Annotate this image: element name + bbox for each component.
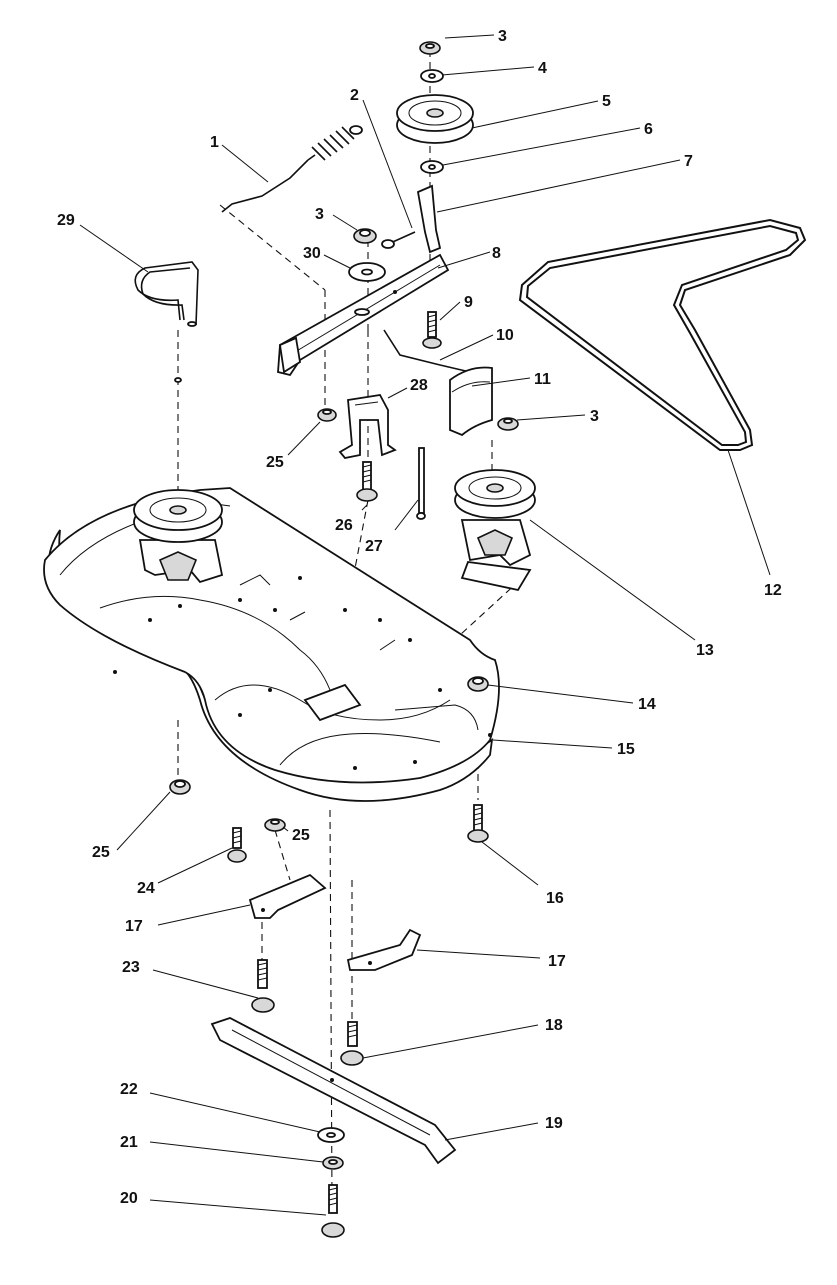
callout-25b: 25 — [92, 844, 110, 861]
part-19-blade — [210, 1017, 457, 1165]
callout-8: 8 — [492, 245, 501, 262]
callout-2: 2 — [350, 87, 359, 104]
part-3-nut-mid — [353, 228, 377, 244]
callout-labels: 1 2 3 3 3 4 5 6 7 8 9 10 11 12 13 14 15 … — [57, 28, 782, 1207]
part-25-spacer-lower-left — [169, 779, 191, 795]
callout-12: 12 — [764, 582, 782, 599]
part-6-washer — [420, 160, 444, 174]
part-13-spindle-right — [454, 469, 536, 592]
callout-17b: 17 — [548, 953, 566, 970]
callout-22: 22 — [120, 1081, 138, 1098]
spindle-left — [133, 489, 224, 584]
part-3-nut-right — [497, 417, 519, 431]
leader-lines — [79, 34, 771, 1216]
part-25-spacer-upper — [317, 408, 337, 422]
callout-15: 15 — [617, 741, 635, 758]
callout-21: 21 — [120, 1134, 138, 1151]
callout-5: 5 — [602, 93, 611, 110]
callout-10: 10 — [496, 327, 514, 344]
callout-7: 7 — [684, 153, 693, 170]
callout-11: 11 — [534, 371, 551, 388]
part-20-bolt — [321, 1184, 345, 1238]
part-11-belt-guard — [449, 366, 493, 437]
part-1-spring — [221, 125, 363, 213]
part-3-nut-top — [419, 41, 441, 55]
part-17-baffle-left — [248, 873, 327, 919]
part-15-mower-deck — [43, 487, 500, 802]
part-29-lift-rod — [134, 261, 199, 383]
part-26-bolt — [356, 461, 378, 502]
part-16-bolt — [467, 804, 489, 843]
callout-4: 4 — [538, 60, 547, 77]
callout-19: 19 — [545, 1115, 563, 1132]
deck-holes — [113, 576, 492, 770]
part-17-baffle-right — [346, 928, 422, 971]
part-7-bracket — [416, 184, 442, 254]
callout-13: 13 — [696, 642, 714, 659]
callout-17a: 17 — [125, 918, 143, 935]
part-28-bracket — [338, 394, 397, 459]
part-12-belt — [518, 218, 807, 451]
callout-26: 26 — [335, 517, 353, 534]
callout-29: 29 — [57, 212, 75, 229]
part-9-bolt — [422, 311, 442, 349]
part-14-spacer — [467, 676, 489, 692]
callout-20: 20 — [120, 1190, 138, 1207]
part-21-lockwasher — [322, 1156, 344, 1170]
callout-23: 23 — [122, 959, 140, 976]
callout-28: 28 — [410, 377, 428, 394]
callout-25c: 25 — [292, 827, 310, 844]
callout-24: 24 — [137, 880, 155, 897]
part-30-washer — [348, 262, 386, 282]
part-18-bolt — [340, 1021, 364, 1066]
part-25-spacer-lower-mid — [264, 818, 286, 832]
part-27-pin — [416, 447, 426, 520]
callout-3b: 3 — [315, 206, 324, 223]
callout-30: 30 — [303, 245, 321, 262]
callout-27: 27 — [365, 538, 383, 555]
part-5-idler-pulley — [396, 94, 474, 144]
part-8-idler-arm — [277, 253, 450, 377]
callout-18: 18 — [545, 1017, 563, 1034]
part-22-washer — [317, 1127, 345, 1143]
callout-3a: 3 — [498, 28, 507, 45]
callout-9: 9 — [464, 294, 473, 311]
callout-1: 1 — [210, 134, 219, 151]
callout-6: 6 — [644, 121, 653, 138]
part-23-bolt — [251, 959, 275, 1013]
part-24-bolt — [227, 827, 247, 863]
callout-16: 16 — [546, 890, 564, 907]
callout-25a: 25 — [266, 454, 284, 471]
part-10-rod — [383, 329, 471, 373]
callout-14: 14 — [638, 696, 656, 713]
part-4-washer — [420, 69, 444, 83]
part-2-pin — [381, 231, 416, 249]
callout-3c: 3 — [590, 408, 599, 425]
